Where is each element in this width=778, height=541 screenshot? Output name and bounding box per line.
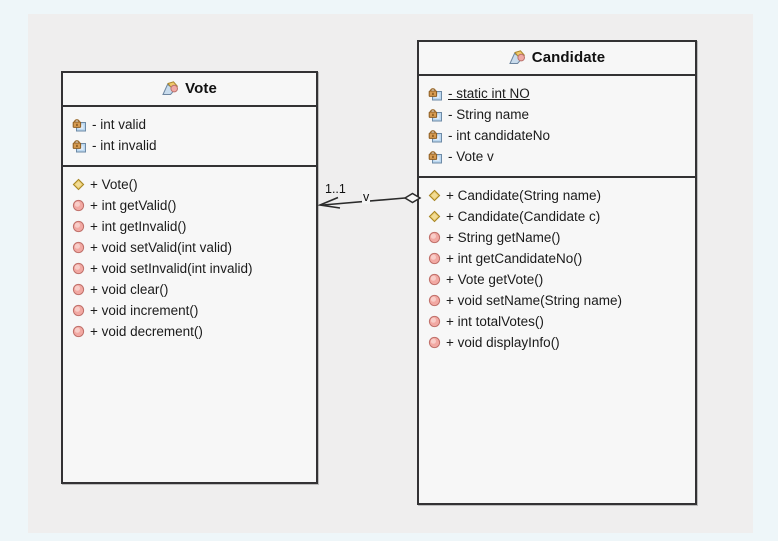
candidate-attribute-item[interactable]: - Vote v [419, 146, 695, 167]
candidate-operations-section: + Candidate(String name) + Candidate(Cand… [419, 176, 695, 362]
association-multiplicity-label: 1..1 [325, 182, 346, 196]
private-field-icon [428, 108, 443, 122]
private-field-icon [428, 129, 443, 143]
private-field-icon [72, 118, 87, 132]
diagram-canvas: Vote - int valid- int invalid + Vote()+ … [28, 14, 753, 533]
class-icon [509, 50, 526, 65]
private-field-icon [428, 150, 443, 164]
vote-attributes-section: - int valid - int invalid [63, 105, 316, 165]
candidate-operation-label: + void setName(String name) [446, 293, 622, 308]
candidate-operation-list: + Candidate(String name) + Candidate(Cand… [419, 178, 695, 362]
candidate-operation-label: + int getCandidateNo() [446, 251, 583, 266]
class-icon [162, 81, 179, 96]
association-role-label: v [362, 190, 371, 204]
constructor-icon [428, 210, 441, 223]
vote-operation-label: + int getValid() [90, 198, 177, 213]
vote-attribute-list: - int valid - int invalid [63, 107, 316, 165]
vote-operation-item[interactable]: + int getInvalid() [63, 216, 316, 237]
vote-operation-label: + Vote() [90, 177, 138, 192]
vote-attribute-label: - int invalid [92, 138, 157, 153]
vote-class-name: Vote [185, 80, 217, 97]
public-method-icon [72, 262, 85, 275]
vote-operation-item[interactable]: + void setValid(int valid) [63, 237, 316, 258]
uml-class-candidate[interactable]: Candidate - static int NO- String name- … [417, 40, 697, 505]
candidate-attribute-list: - static int NO - String name - int candid… [419, 76, 695, 176]
public-method-icon [72, 220, 85, 233]
candidate-attribute-label: - Vote v [448, 149, 494, 164]
private-field-icon [428, 87, 443, 101]
public-method-icon [428, 336, 441, 349]
candidate-operation-item[interactable]: + int totalVotes() [419, 311, 695, 332]
constructor-icon [428, 189, 441, 202]
vote-attribute-label: - int valid [92, 117, 147, 132]
candidate-operation-label: + Candidate(String name) [446, 188, 601, 203]
vote-attribute-item[interactable]: - int invalid [63, 135, 316, 156]
vote-operation-item[interactable]: + Vote() [63, 174, 316, 195]
vote-operation-item[interactable]: + void decrement() [63, 321, 316, 342]
uml-class-vote[interactable]: Vote - int valid- int invalid + Vote()+ … [61, 71, 318, 484]
candidate-operation-item[interactable]: + int getCandidateNo() [419, 248, 695, 269]
vote-operation-label: + void setInvalid(int invalid) [90, 261, 253, 276]
candidate-header-section: Candidate [419, 42, 695, 74]
vote-operation-item[interactable]: + void increment() [63, 300, 316, 321]
public-method-icon [72, 304, 85, 317]
public-method-icon [428, 294, 441, 307]
public-method-icon [72, 199, 85, 212]
public-method-icon [428, 252, 441, 265]
vote-operation-item[interactable]: + void setInvalid(int invalid) [63, 258, 316, 279]
vote-header-section: Vote [63, 73, 316, 105]
candidate-attributes-section: - static int NO - String name - int candid… [419, 74, 695, 176]
vote-operation-label: + int getInvalid() [90, 219, 187, 234]
candidate-operation-label: + Candidate(Candidate c) [446, 209, 601, 224]
candidate-attribute-item[interactable]: - int candidateNo [419, 125, 695, 146]
vote-operation-item[interactable]: + int getValid() [63, 195, 316, 216]
candidate-operation-item[interactable]: + void displayInfo() [419, 332, 695, 353]
candidate-operation-item[interactable]: + Vote getVote() [419, 269, 695, 290]
candidate-operation-item[interactable]: + Candidate(Candidate c) [419, 206, 695, 227]
vote-class-header: Vote [63, 73, 316, 105]
vote-operation-label: + void decrement() [90, 324, 203, 339]
candidate-operation-item[interactable]: + String getName() [419, 227, 695, 248]
constructor-icon [72, 178, 85, 191]
vote-operation-item[interactable]: + void clear() [63, 279, 316, 300]
public-method-icon [72, 241, 85, 254]
public-method-icon [72, 325, 85, 338]
candidate-operation-label: + Vote getVote() [446, 272, 544, 287]
vote-operation-label: + void clear() [90, 282, 169, 297]
candidate-attribute-label: - static int NO [448, 86, 530, 101]
public-method-icon [428, 231, 441, 244]
candidate-operation-item[interactable]: + Candidate(String name) [419, 185, 695, 206]
candidate-attribute-label: - int candidateNo [448, 128, 551, 143]
vote-operation-label: + void increment() [90, 303, 199, 318]
vote-operation-label: + void setValid(int valid) [90, 240, 232, 255]
candidate-class-name: Candidate [531, 49, 606, 66]
vote-operation-list: + Vote() + int getValid() + int getInvalid… [63, 167, 316, 351]
candidate-class-header: Candidate [419, 42, 695, 74]
candidate-operation-label: + int totalVotes() [446, 314, 544, 329]
public-method-icon [72, 283, 85, 296]
public-method-icon [428, 315, 441, 328]
candidate-operation-item[interactable]: + void setName(String name) [419, 290, 695, 311]
candidate-attribute-item[interactable]: - String name [419, 104, 695, 125]
candidate-operation-label: + String getName() [446, 230, 561, 245]
public-method-icon [428, 273, 441, 286]
candidate-attribute-item[interactable]: - static int NO [419, 83, 695, 104]
private-field-icon [72, 139, 87, 153]
candidate-operation-label: + void displayInfo() [446, 335, 560, 350]
vote-operations-section: + Vote() + int getValid() + int getInvalid… [63, 165, 316, 351]
vote-attribute-item[interactable]: - int valid [63, 114, 316, 135]
candidate-attribute-label: - String name [448, 107, 530, 122]
